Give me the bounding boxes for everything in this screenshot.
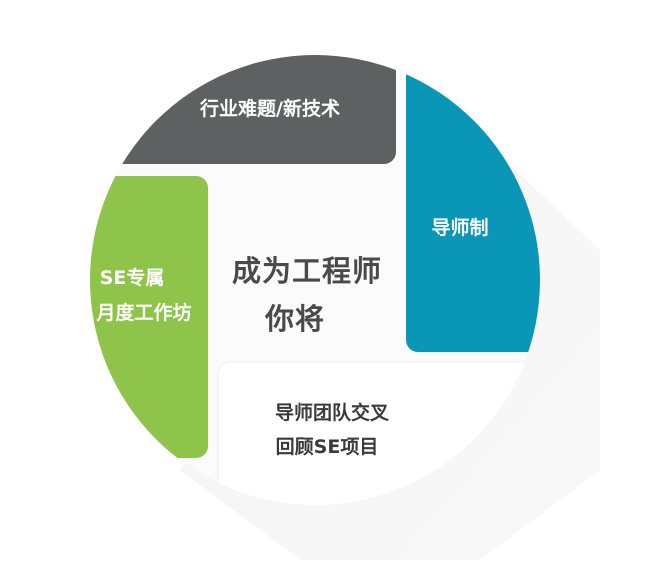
- segment-right: [406, 60, 540, 352]
- left-segment-label-line1: SE专属: [99, 267, 165, 289]
- top-segment-label: 行业难题/新技术: [200, 98, 340, 120]
- center-title-line1: 成为工程师: [231, 254, 382, 288]
- right-segment-label: 导师制: [431, 217, 489, 239]
- center-title-line2: 你将: [264, 302, 325, 336]
- bottom-segment-label-line2: 回顾SE项目: [275, 436, 379, 458]
- bottom-segment-label-line1: 导师团队交叉: [274, 402, 389, 424]
- left-segment-label-line2: 月度工作坊: [96, 302, 192, 324]
